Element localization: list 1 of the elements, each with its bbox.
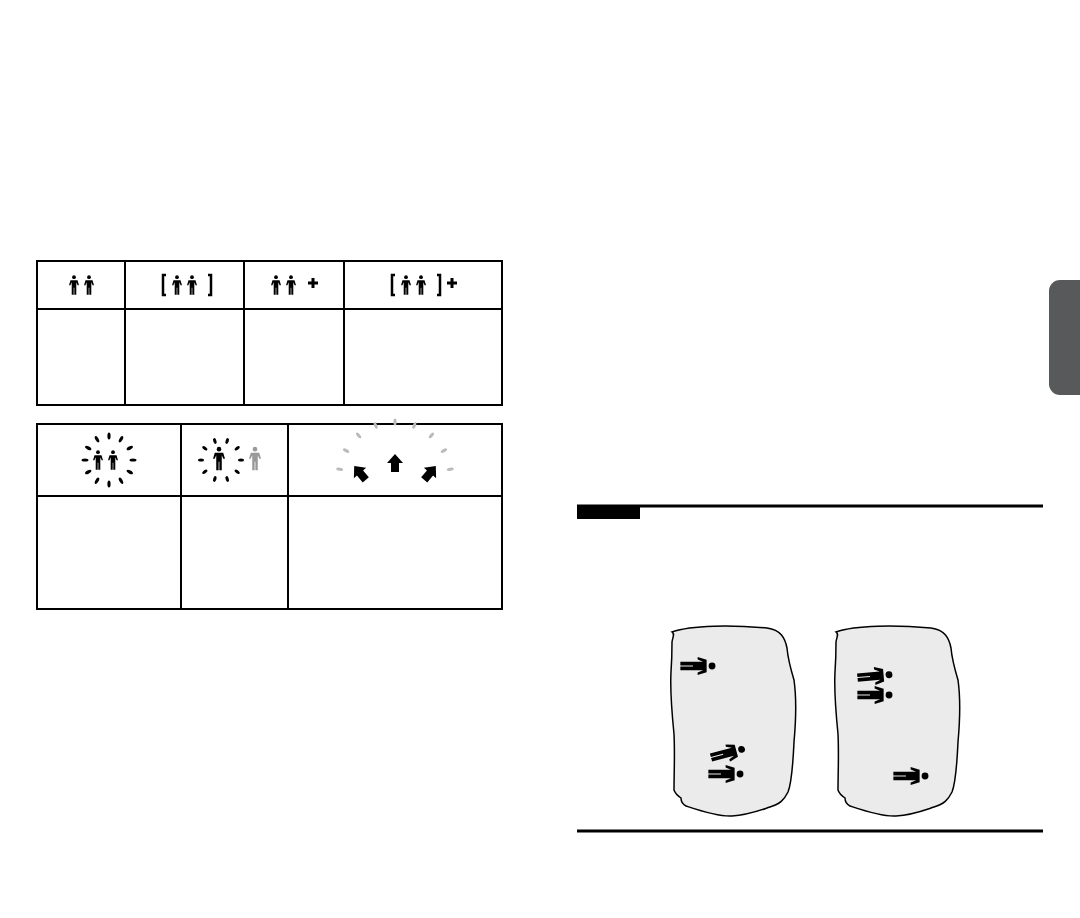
side-tab bbox=[1049, 280, 1080, 395]
